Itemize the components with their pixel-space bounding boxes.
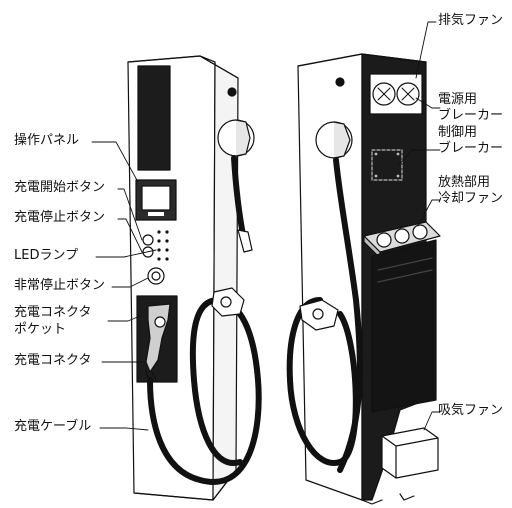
label-charge-start-button: 充電開始ボタン	[14, 180, 106, 195]
label-exhaust-fan: 排気ファン	[438, 13, 504, 28]
rear-charger-unit	[286, 53, 441, 505]
label-intake-fan: 吸気ファン	[438, 403, 504, 418]
label-charge-cable: 充電ケーブル	[14, 419, 92, 434]
label-emergency-stop-button: 非常停止ボタン	[14, 278, 106, 293]
right-leader-lines	[397, 21, 441, 431]
breaker-panel-shape	[371, 149, 403, 181]
display-strip	[137, 65, 171, 171]
label-power-breaker-line1: 電源用	[438, 92, 478, 107]
intake-box	[381, 427, 439, 479]
label-charge-connector: 充電コネクタ	[14, 353, 92, 368]
front-charger-unit	[127, 55, 262, 501]
start-button-shape	[142, 234, 154, 246]
rear-cable	[286, 157, 363, 473]
label-led-lamp: LEDランプ	[14, 248, 79, 263]
label-operation-panel: 操作パネル	[14, 133, 80, 148]
led-dots	[157, 230, 169, 261]
label-control-breaker-line2: ブレーカー	[438, 141, 504, 156]
label-cooling-fan-line1: 放熱部用	[438, 175, 491, 190]
exhaust-fan-box	[369, 73, 423, 115]
label-power-breaker-line2: ブレーカー	[438, 108, 504, 123]
label-control-breaker-line1: 制御用	[438, 125, 478, 140]
left-leader-lines	[91, 141, 157, 431]
label-charge-stop-button: 充電停止ボタン	[14, 210, 106, 225]
label-connector-pocket-line1: 充電コネクタ	[14, 305, 92, 320]
operation-panel-screen	[135, 179, 177, 221]
cooling-fan-assembly	[363, 221, 441, 413]
label-connector-pocket-line2: ポケット	[14, 322, 67, 337]
label-cooling-fan-line2: 冷却ファン	[438, 191, 504, 206]
